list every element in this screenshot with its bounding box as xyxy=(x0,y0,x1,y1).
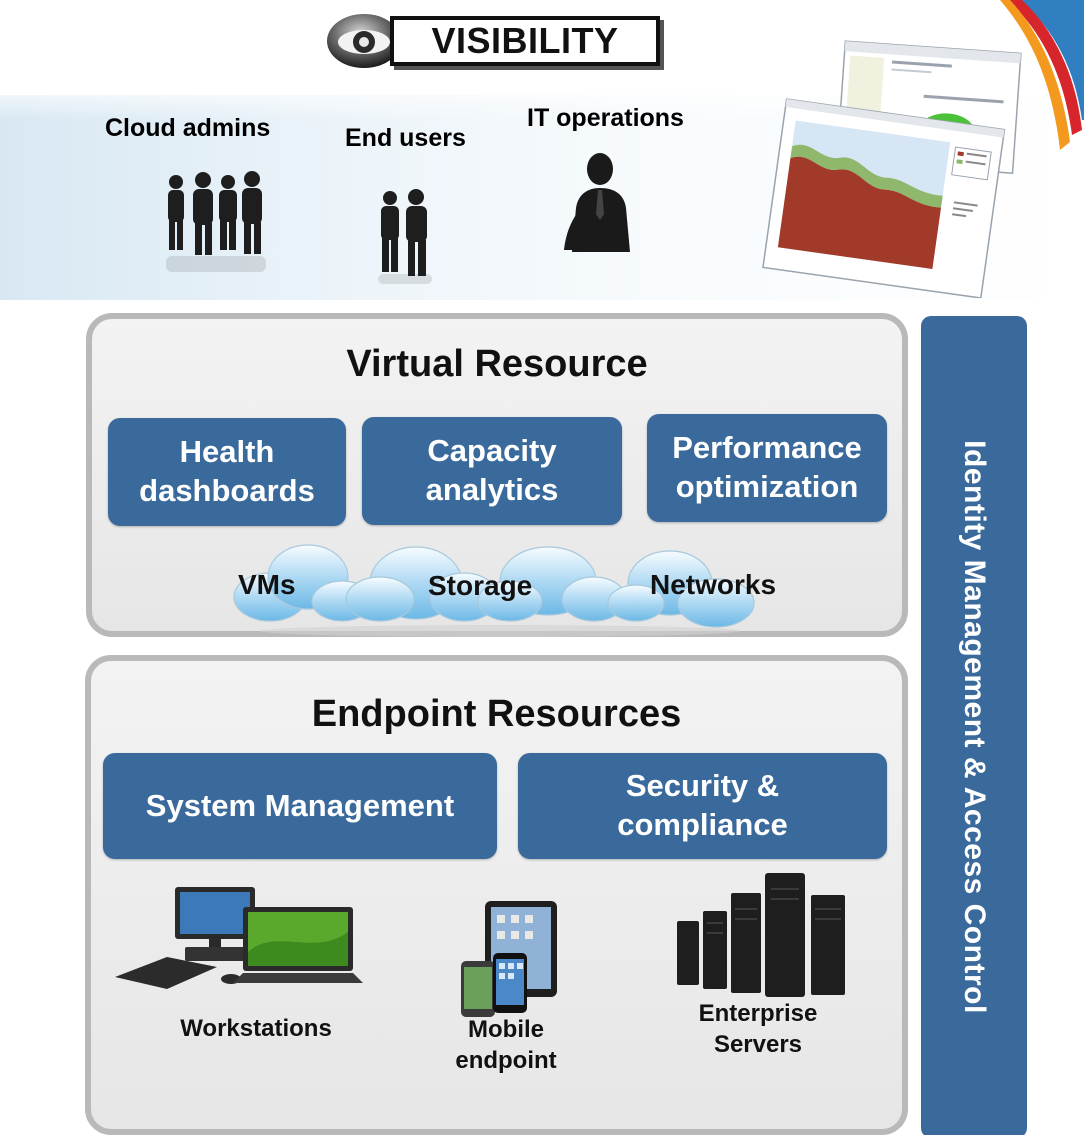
resource-label-networks: Networks xyxy=(650,569,777,600)
virtual-resource-title: Virtual Resource xyxy=(346,343,648,385)
device-label-workstations: Workstations xyxy=(180,1015,332,1042)
people-pair-icon xyxy=(378,189,432,284)
mobile-devices-icon xyxy=(461,901,557,1017)
server-rack-icon xyxy=(677,873,845,997)
corner-stripes-decoration xyxy=(1000,0,1084,150)
performance-optimization-button[interactable]: Performance optimization xyxy=(647,414,887,522)
endpoint-resources-title: Endpoint Resources xyxy=(311,693,682,735)
businessman-icon xyxy=(564,153,630,252)
cloud-icon xyxy=(233,544,755,637)
endpoint-resources-panel: Endpoint Resources System Management Sec… xyxy=(85,655,908,1135)
workstation-icon xyxy=(115,887,363,989)
device-label-mobile-endpoint: Mobile endpoint xyxy=(455,1016,557,1075)
eye-icon xyxy=(327,14,401,68)
resource-label-storage: Storage xyxy=(428,570,533,601)
capacity-analytics-button[interactable]: Capacity analytics xyxy=(362,417,622,525)
dashboard-screenshot-icon xyxy=(762,40,1022,298)
device-label-enterprise-servers: Enterprise Servers xyxy=(698,1000,818,1059)
visibility-title: VISIBILITY xyxy=(390,16,660,66)
identity-access-control-label: Identity Management & Access Control xyxy=(958,440,991,1014)
identity-access-control-bar: Identity Management & Access Control xyxy=(921,316,1027,1135)
people-group-icon xyxy=(166,171,266,272)
virtual-resource-panel: Virtual Resource Health dashboards Capac… xyxy=(86,313,908,637)
visibility-header: VISIBILITY xyxy=(326,12,666,70)
health-dashboards-button[interactable]: Health dashboards xyxy=(108,418,346,526)
security-compliance-button[interactable]: Security & compliance xyxy=(518,753,887,859)
role-label-it-operations: IT operations xyxy=(527,104,684,132)
resource-label-vms: VMs xyxy=(238,569,296,600)
role-label-end-users: End users xyxy=(345,124,466,152)
system-management-button[interactable]: System Management xyxy=(103,753,497,859)
role-label-cloud-admins: Cloud admins xyxy=(105,114,271,142)
